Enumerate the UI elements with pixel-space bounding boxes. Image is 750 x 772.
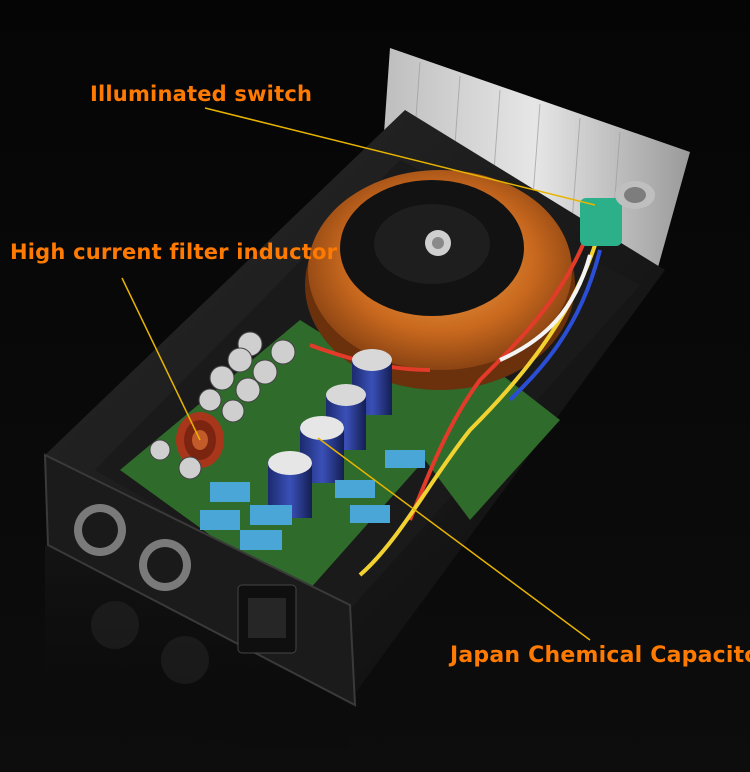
iec-power-socket xyxy=(237,584,297,654)
filter-inductor-label: High current filter inductor xyxy=(10,240,338,264)
wiring xyxy=(309,239,602,577)
capacitor-label: Japan Chemical Capacitor xyxy=(450,643,750,668)
toroidal-transformer xyxy=(305,170,575,390)
illuminated-switch xyxy=(580,181,655,246)
reflected-connectors xyxy=(91,601,209,684)
film-capacitors xyxy=(200,450,425,550)
leader-lines xyxy=(121,107,596,641)
electrolytic-capacitors xyxy=(268,349,392,518)
reflection xyxy=(45,545,350,772)
illuminated-switch-label: Illuminated switch xyxy=(90,82,313,106)
xlr-connector xyxy=(74,504,191,591)
small-capacitors xyxy=(149,331,296,480)
